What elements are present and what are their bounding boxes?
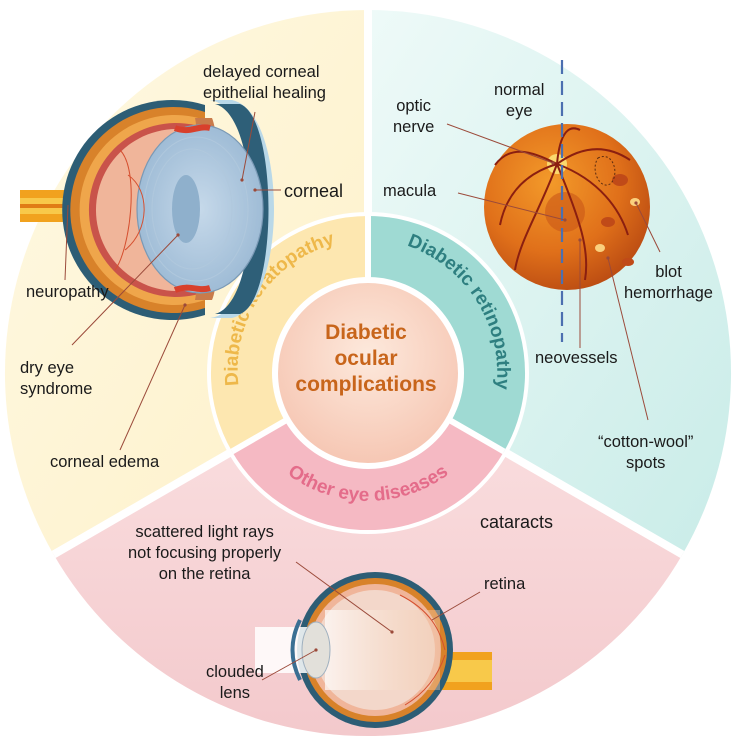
center-title-line-3: complications [295,373,437,396]
cornea-illustration [20,99,274,320]
outer-ring [4,9,732,737]
center-title: Diabetic ocular complications [280,320,452,398]
leader-lines [64,111,661,681]
label-optic-nerve: optic nerve [393,97,435,136]
center-title-line-2: ocular [334,347,398,370]
fundus-illustration [484,60,650,342]
cataract-eye-illustration [255,572,492,728]
label-blot-hemorrhage: blot hemorrhage [624,263,713,302]
label-dry-eye-syndrome: dry eye syndrome [20,359,93,398]
label-cataracts: cataracts [480,512,554,532]
label-neuropathy: neuropathy [26,283,109,301]
macula-spot [545,192,585,232]
label-neovessels: neovessels [535,349,618,367]
label-retina: retina [484,575,526,593]
label-cotton-wool-spots: “cotton-wool” spots [598,433,694,472]
label-delayed-healing: delayed corneal epithelial healing [203,63,326,102]
label-clouded-lens: clouded lens [206,663,264,702]
label-macula: macula [383,182,437,200]
label-corneal-edema: corneal edema [50,453,160,471]
label-normal-eye: normal eye [494,81,545,120]
label-scattered-light: scattered light rays not focusing proper… [128,523,282,583]
label-corneal: corneal [284,181,344,201]
center-circle [278,283,458,463]
center-title-line-1: Diabetic [325,321,407,344]
